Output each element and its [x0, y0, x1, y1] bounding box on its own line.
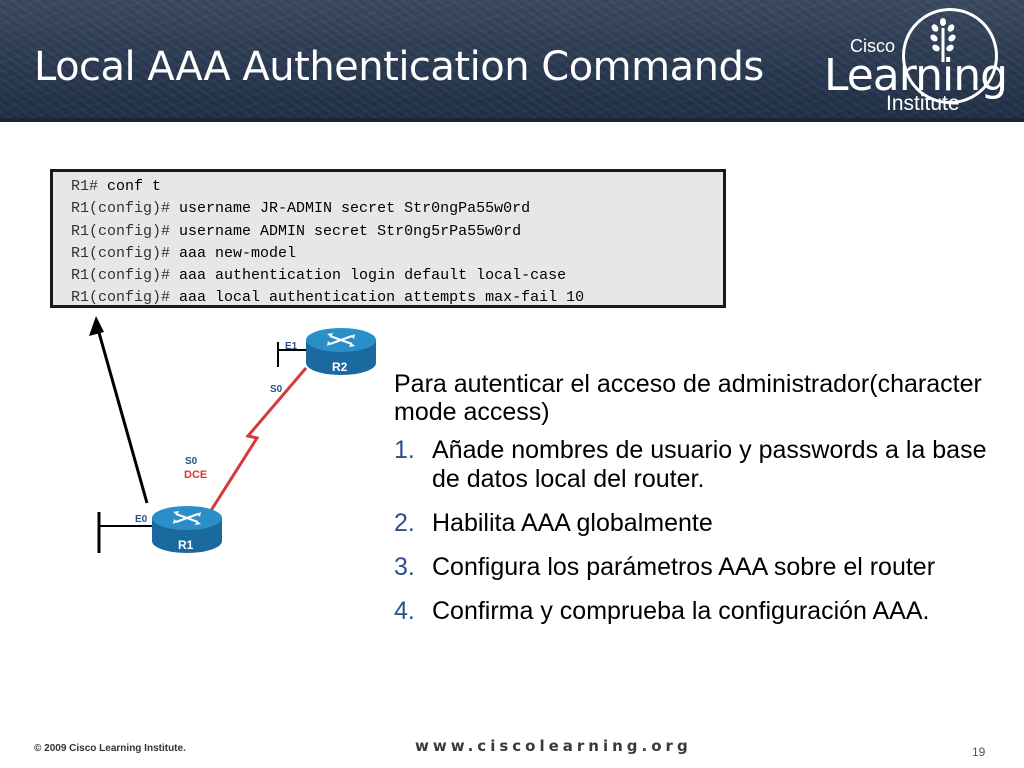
copyright-text: © 2009 Cisco Learning Institute. — [34, 743, 186, 754]
steps-list: 1. Añade nombres de usuario y passwords a… — [394, 436, 1014, 626]
step-number: 2. — [394, 509, 415, 537]
step-text: Confirma y comprueba la configuración AA… — [432, 597, 930, 625]
logo-sub-text: Institute — [886, 92, 960, 115]
cli-command: aaa new-model — [179, 244, 297, 262]
cisco-learning-logo: Cisco Learning Institute — [820, 6, 1020, 118]
header-texture — [0, 0, 1024, 122]
cli-prompt: R1(config)# — [71, 244, 180, 262]
list-item: 1. Añade nombres de usuario y passwords a… — [394, 436, 1014, 494]
r1-dce-label: DCE — [184, 469, 207, 481]
slide-header: Local AAA Authentication Commands Cisco … — [0, 0, 1024, 122]
footer-url: www.ciscolearning.org — [415, 737, 692, 755]
cli-line: R1(config)# aaa local authentication att… — [71, 287, 723, 309]
r2-label: R2 — [332, 360, 348, 374]
r2-e1-label: E1 — [285, 341, 298, 352]
cli-line: R1(config)# aaa authentication login def… — [71, 265, 723, 287]
cli-prompt: R1# — [71, 178, 108, 195]
intro-text: Para autenticar el acceso de administrad… — [394, 370, 982, 426]
r2-s0-label: S0 — [270, 384, 283, 395]
cli-command: conf t — [107, 178, 162, 195]
cli-prompt: R1(config)# — [71, 200, 180, 218]
step-number: 3. — [394, 553, 415, 581]
arrow-head — [89, 316, 104, 336]
network-topology: R2 R1 E1 S0 S0 DCE E0 — [89, 316, 376, 553]
step-text: Habilita AAA globalmente — [432, 509, 713, 537]
step-number: 4. — [394, 597, 415, 625]
cli-line: R1(config)# username ADMIN secret Str0ng… — [71, 221, 723, 243]
list-item: 2. Habilita AAA globalmente — [394, 509, 1014, 538]
r1-e0-label: E0 — [135, 514, 148, 525]
cli-config-box: R1# conf t R1(config)# username JR-ADMIN… — [50, 169, 726, 308]
list-item: 4. Confirma y comprueba la configuración … — [394, 597, 1014, 626]
cli-command: aaa local authentication attempts max-fa… — [179, 289, 585, 307]
logo-brand-line: Cisco — [850, 36, 896, 56]
page-number: 19 — [972, 745, 986, 759]
cli-command: username JR-ADMIN secret Str0ngPa55w0rd — [179, 200, 531, 218]
router-r2 — [306, 328, 376, 375]
header-divider — [0, 118, 1024, 122]
step-text: Configura los parámetros AAA sobre el ro… — [432, 553, 936, 581]
logo-ring — [902, 8, 998, 104]
step-text: Añade nombres de usuario y passwords a l… — [432, 436, 987, 493]
tree-icon — [930, 18, 956, 62]
pointer-arrow — [94, 321, 149, 504]
logo-main-text: Learning — [824, 50, 1008, 101]
list-item: 3. Configura los parámetros AAA sobre el … — [394, 553, 1014, 582]
router-r1 — [152, 506, 222, 553]
cli-line: R1(config)# username JR-ADMIN secret Str… — [71, 198, 723, 220]
cli-command: aaa authentication login default local-c… — [179, 267, 567, 285]
step-number: 1. — [394, 436, 415, 464]
r1-s0-label: S0 — [185, 456, 198, 467]
serial-link — [203, 367, 308, 521]
content-area: Para autenticar el acceso de administrad… — [394, 370, 1014, 641]
cli-prompt: R1(config)# — [71, 267, 180, 285]
cli-line: R1(config)# aaa new-model — [71, 243, 723, 265]
slide-title: Local AAA Authentication Commands — [34, 44, 764, 90]
r1-label: R1 — [178, 538, 194, 552]
cli-line: R1# conf t — [71, 176, 723, 198]
cli-prompt: R1(config)# — [71, 289, 180, 307]
cli-command: username ADMIN secret Str0ng5rPa55w0rd — [179, 222, 522, 240]
cli-prompt: R1(config)# — [71, 222, 180, 240]
